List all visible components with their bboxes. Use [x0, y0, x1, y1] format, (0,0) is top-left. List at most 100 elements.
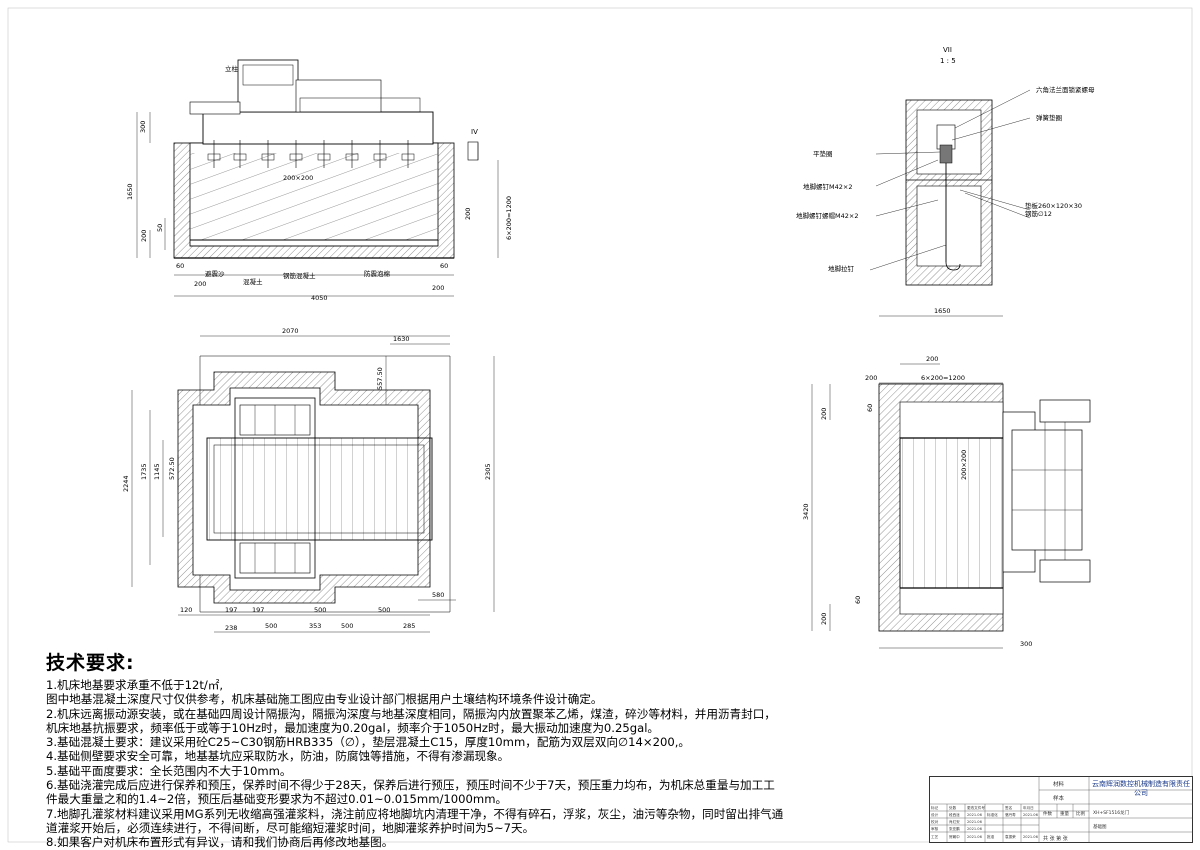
elevation-view: 立柱 IV 300 1650 200 50 200×200 200 6×200=…: [126, 59, 513, 302]
plan-dim-2305: 2305: [484, 463, 492, 480]
plan-dim-500b: 500: [378, 606, 390, 614]
plan-dim-120: 120: [180, 606, 192, 614]
tb-company: 云南辉润数控机械制造有限责任公司: [1092, 780, 1190, 797]
plan-view: 2070 1630 557.50 2244 1735 1145 572.50 2…: [122, 327, 495, 633]
detail-title: VII: [943, 46, 952, 54]
callout-flat-washer: 平垫圈: [813, 149, 833, 158]
dim-50: 50: [156, 224, 164, 232]
tb-row-2-2: 2021.06: [967, 820, 983, 824]
plan-dim-197a: 197: [225, 606, 237, 614]
tb-row-4-0: 工艺: [931, 834, 939, 839]
plan-dim-353: 353: [309, 622, 321, 630]
requirement-line: 4.基础侧壁要求安全可靠，地基基坑应采取防水，防油，防腐蚀等措施，不得有渗漏现象…: [46, 749, 510, 764]
tb-row-1-5: 2021.06: [1023, 813, 1039, 817]
detail-scale: 1 : 5: [940, 57, 956, 65]
callout-spring-washer: 弹簧垫圈: [1036, 113, 1062, 122]
layer-foam: 防震泡棉: [364, 269, 391, 278]
tb-row-0-2: 更改文件号: [967, 805, 985, 810]
tb-row-4-1: 贺朝中: [949, 834, 960, 839]
tb-scale: 比例: [1076, 810, 1085, 817]
dim-200-right: 200: [464, 208, 472, 220]
tb-sheet: 共 张 第 张: [1043, 835, 1068, 842]
tb-row-2-0: 校对: [931, 819, 939, 824]
section-mark-iv: IV: [471, 128, 478, 136]
tb-row-1-3: 标准化: [987, 812, 998, 817]
tb-row-3-2: 2021.06: [967, 827, 983, 831]
tb-row-1-4: 骆丹寿: [1005, 812, 1016, 817]
column-label: 立柱: [225, 64, 239, 73]
layer-rebar: 钢筋混凝土: [283, 271, 316, 280]
side-view: 1650 200 200 6×200=1200 200 60 200×200 3…: [802, 307, 1091, 649]
callout-anchor-nut: 地脚螺钉M42×2: [803, 182, 852, 191]
side-dim-200-side: 200: [820, 408, 828, 420]
side-dim-bottom60: 60: [854, 596, 862, 604]
side-dim-grid: 200×200: [960, 450, 968, 480]
tb-part-no: 件数: [1043, 810, 1052, 817]
tb-drawing-no: XH+SF1516龙门: [1093, 809, 1130, 816]
requirement-line: 6.基础浇灌完成后应进行保养和预压，保养时间不得少于28天，保养后进行预压，预压…: [46, 778, 775, 793]
tb-row-0-3: 签名: [1005, 805, 1013, 810]
tb-row-1-2: 2021.06: [967, 813, 983, 817]
side-dim-60: 60: [866, 404, 874, 412]
tb-row-3-1: 张亚鹏: [949, 826, 960, 831]
tb-row-4-4: 袁振荣: [1005, 834, 1016, 839]
callout-anchor-screw-nut: 地脚螺钉螺帽M42×2: [796, 211, 858, 220]
dim-1650: 1650: [126, 183, 134, 200]
plan-dim-2244: 2244: [122, 475, 130, 492]
tb-row-1-1: 段西淦: [949, 812, 960, 817]
callout-pad-plate: 垫板260×120×30: [1025, 201, 1082, 210]
tb-row-4-5: 2021.06: [1023, 835, 1039, 839]
plan-dim-285: 285: [403, 622, 415, 630]
plan-dim-500d: 500: [341, 622, 353, 630]
dim-4050: 4050: [311, 294, 328, 302]
dim-60-b: 60: [440, 262, 448, 270]
tb-row-0-4: 年月日: [1023, 805, 1034, 810]
plan-dim-238: 238: [225, 624, 237, 632]
dim-300: 300: [139, 121, 147, 133]
tb-sample: 样本: [1053, 794, 1065, 802]
tb-row-1-0: 设计: [931, 812, 939, 817]
layer-sand: 避震沙: [205, 269, 225, 278]
requirements-title: 技术要求:: [46, 652, 135, 674]
tb-material: 材料: [1053, 780, 1065, 788]
plan-dim-580: 580: [432, 591, 444, 599]
dim-60-a: 60: [176, 262, 184, 270]
callout-anchor-rod: 地脚拉钉: [828, 264, 855, 273]
plan-dim-2070: 2070: [282, 327, 299, 335]
tb-row-3-0: 审核: [931, 826, 939, 831]
side-dim-1650: 1650: [934, 307, 951, 315]
requirement-line: 机床地基抗振要求，频率低于或等于10Hz时，最加速度为0.20gal，频率介于1…: [46, 720, 660, 735]
requirement-line: 5.基础平面度要求：全长范围内不大于10mm。: [46, 763, 292, 778]
requirement-line: 件最大重量之和的1.4~2倍，预压后基础变形要求为不超过0.01~0.015mm…: [46, 792, 508, 807]
dim-piles: 6×200=1200: [505, 196, 513, 240]
tb-row-2-1: 肖红安: [949, 819, 960, 824]
plan-dim-1630: 1630: [393, 335, 410, 343]
requirement-line: 道灌浆开始后，必须连续进行，不得间断，尽可能缩短灌浆时间，地脚灌浆养护时间为5~…: [46, 820, 535, 835]
dim-grid: 200×200: [283, 174, 313, 182]
side-dim-left200: 200: [865, 374, 877, 382]
requirement-line: 1.机床地基要求承重不低于12t/㎡,: [46, 678, 224, 692]
side-dim-bottom200: 200: [820, 613, 828, 625]
dim-200-a: 200: [194, 280, 206, 288]
plan-dim-500a: 500: [314, 606, 326, 614]
plan-dim-1735: 1735: [140, 463, 148, 480]
tb-weight: 重量: [1060, 810, 1069, 817]
plan-dim-1145: 1145: [153, 463, 161, 480]
title-block: 材料 样本 件数 重量 比例 共 张 第 张 云南辉润数控机械制造有限责任公司 …: [929, 776, 1193, 843]
requirement-line: 图中地基混凝土深度尺寸仅供参考，机床基础施工图应由专业设计部门根据用户土壤结构环…: [46, 692, 603, 707]
detail-view-vii: VII 1 : 5 六角法兰面锁紧螺母 弹簧垫圈 平垫圈 地脚螺钉M42×2 垫…: [796, 46, 1095, 286]
side-dim-300: 300: [1020, 640, 1032, 648]
requirement-line: 8.如果客户对机床布置形式有异议，请和我们协商后再修改地基图。: [46, 835, 394, 850]
requirement-line: 2.机床远离振动源安装，或在基础四周设计隔振沟，隔振沟深度与地基深度相同，隔振沟…: [46, 706, 776, 721]
side-dim-200: 200: [926, 355, 938, 363]
dim-200-b: 200: [432, 284, 444, 292]
tb-row-4-3: 批准: [987, 834, 995, 839]
plan-dim-197b: 197: [252, 606, 264, 614]
technical-requirements: 技术要求: 1.机床地基要求承重不低于12t/㎡, 图中地基混凝土深度尺寸仅供参…: [46, 648, 906, 850]
layer-concrete: 混凝土: [243, 277, 263, 286]
plan-dim-572: 572.50: [168, 457, 176, 480]
plan-dim-557: 557.50: [376, 367, 384, 390]
requirement-line: 7.地脚孔灌浆材料建议采用MG系列无收缩高强灌浆料，浇注前应将地脚坑内清理干净，…: [46, 806, 784, 821]
tb-row-0-0: 标记: [931, 805, 939, 810]
